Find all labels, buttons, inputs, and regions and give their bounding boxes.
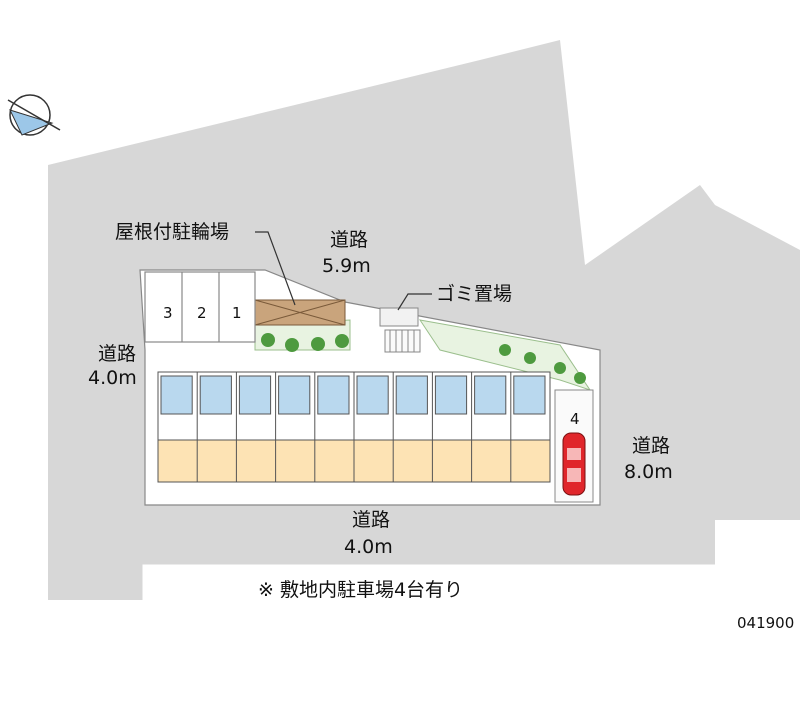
garbage-area-leader — [397, 293, 432, 311]
tree — [574, 372, 586, 384]
parking-lot-left — [144, 271, 256, 343]
bike-parking-leader — [255, 231, 296, 306]
tree — [285, 338, 299, 352]
unit-bath — [513, 375, 546, 415]
road-right-name: 道路 — [632, 435, 670, 457]
unit-bath — [317, 375, 350, 415]
road-left-name: 道路 — [98, 343, 136, 365]
apartment-building — [157, 371, 551, 483]
tree — [335, 334, 349, 348]
road-left-width: 4.0m — [88, 367, 137, 389]
staircase — [384, 329, 421, 353]
unit-bath — [238, 375, 272, 415]
parking-number: 4 — [570, 410, 580, 428]
garbage-area-box — [379, 307, 419, 327]
unit-bath — [278, 375, 311, 415]
road-right-width: 8.0m — [624, 461, 673, 483]
parking-number: 1 — [232, 304, 242, 322]
parking-number: 3 — [163, 304, 173, 322]
car-icon — [562, 432, 586, 496]
note-box — [142, 564, 724, 626]
unit-bath — [356, 375, 389, 415]
map-code: 041900 — [737, 614, 794, 632]
tree — [311, 337, 325, 351]
tree — [524, 352, 536, 364]
parking-number: 2 — [197, 304, 207, 322]
tree — [499, 344, 511, 356]
bike-roof-cross — [254, 299, 346, 326]
unit-bath — [474, 375, 507, 415]
compass-icon — [7, 94, 61, 136]
bike-parking-label: 屋根付駐輪場 — [115, 221, 229, 243]
unit-bath — [395, 375, 428, 415]
unit-bath — [199, 375, 232, 415]
tree — [261, 333, 275, 347]
unit-bath — [434, 375, 468, 415]
road-bottom-name: 道路 — [352, 509, 390, 531]
parking-space — [144, 271, 256, 343]
unit-bath — [160, 375, 193, 415]
garbage-area-label: ゴミ置場 — [436, 283, 512, 305]
tree — [554, 362, 566, 374]
parking-note: ※ 敷地内駐車場4台有り — [258, 579, 463, 601]
road-bottom-width: 4.0m — [344, 536, 393, 558]
road-top-width: 5.9m — [322, 255, 371, 277]
road-top-name: 道路 — [330, 229, 368, 251]
